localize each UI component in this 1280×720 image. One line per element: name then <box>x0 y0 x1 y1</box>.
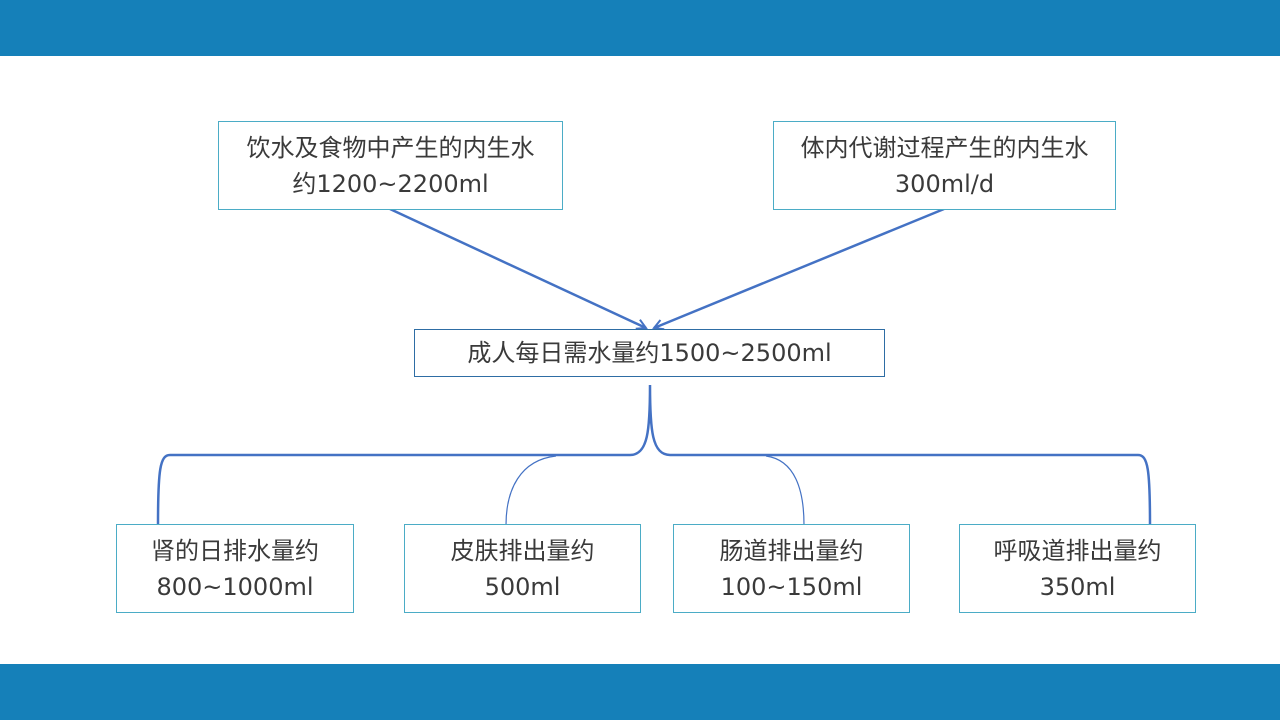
center-box-daily-water-need: 成人每日需水量约1500~2500ml <box>414 329 885 377</box>
output-box-respiratory: 呼吸道排出量约 350ml <box>959 524 1196 613</box>
output-box-line1: 肠道排出量约 <box>719 536 864 565</box>
arrow-source-1-to-center <box>389 207 646 328</box>
output-box-skin: 皮肤排出量约 500ml <box>404 524 641 613</box>
output-box-line1: 肾的日排水量约 <box>151 536 319 565</box>
arrow-source-2-to-center <box>654 207 945 328</box>
source-box-line2: 300ml/d <box>894 169 995 198</box>
brace-branch-intestine <box>765 455 805 526</box>
output-box-intestine: 肠道排出量约 100~150ml <box>673 524 910 613</box>
source-box-line2: 约1200~2200ml <box>292 169 489 198</box>
output-box-kidney: 肾的日排水量约 800~1000ml <box>116 524 354 613</box>
brace-connector <box>156 384 1152 526</box>
brace-branch-skin <box>505 455 557 526</box>
source-box-metabolic-water: 体内代谢过程产生的内生水 300ml/d <box>773 121 1116 210</box>
source-box-line1: 体内代谢过程产生的内生水 <box>800 133 1089 162</box>
output-box-line2: 100~150ml <box>720 572 863 601</box>
footer-band <box>0 664 1280 720</box>
output-box-line2: 500ml <box>484 572 561 601</box>
source-box-food-water: 饮水及食物中产生的内生水 约1200~2200ml <box>218 121 563 210</box>
output-box-line1: 呼吸道排出量约 <box>993 536 1162 565</box>
output-box-line2: 800~1000ml <box>156 572 314 601</box>
output-box-line2: 350ml <box>1039 572 1116 601</box>
source-box-line1: 饮水及食物中产生的内生水 <box>246 133 535 162</box>
output-box-line1: 皮肤排出量约 <box>450 536 595 565</box>
center-box-label: 成人每日需水量约1500~2500ml <box>467 339 832 367</box>
header-band <box>0 0 1280 56</box>
